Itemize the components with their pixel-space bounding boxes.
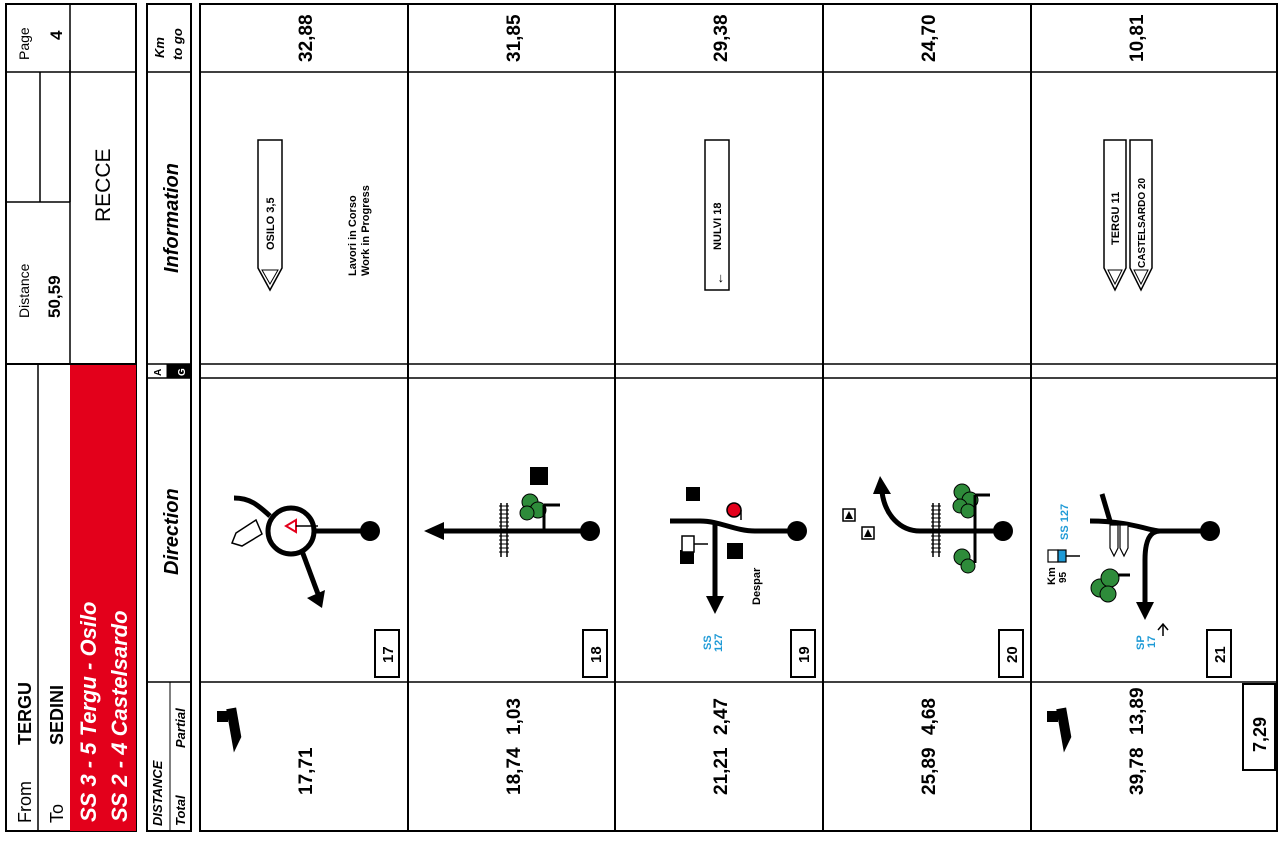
sign-arrow: ← <box>711 272 726 285</box>
svg-text:19: 19 <box>796 646 813 663</box>
tree-icon <box>952 483 990 531</box>
direction-sign: TERGU 11 <box>1103 139 1127 292</box>
instruction-grid <box>199 3 1278 832</box>
box-number: 21 <box>1206 629 1232 678</box>
instruction-row-18: 18,74 1,03 <box>424 14 608 795</box>
recce-label: RECCE <box>92 148 115 222</box>
km-marker-label: Km <box>1046 567 1058 585</box>
col-km-label-1: Km <box>152 37 167 58</box>
page-label: Page <box>16 27 32 60</box>
direction-sign: ← NULVI 18 <box>704 139 730 291</box>
turn-diagram <box>842 476 1013 574</box>
page-value: 4 <box>47 30 66 40</box>
tree-icon <box>519 493 560 531</box>
sign-label: NULVI 18 <box>712 203 724 250</box>
column-header: DISTANCE Total Partial Direction A G Inf… <box>146 3 192 832</box>
to-label: To <box>47 804 67 823</box>
partial-distance: 4,68 <box>919 698 940 735</box>
box-number: 18 <box>582 629 608 678</box>
total-distance: 17,71 <box>296 747 317 795</box>
km-to-go: 29,38 <box>711 14 732 62</box>
distance-label: Distance <box>16 263 32 318</box>
direction-sign-pair <box>1109 524 1129 558</box>
fork-diagram: Km 95 SS 127 SP 17 <box>1046 493 1220 650</box>
stage-line-1: SS 3 - 5 Tergu - Osilo <box>76 602 101 822</box>
total-distance: 21,21 <box>711 747 732 795</box>
roundabout-diagram <box>230 495 380 608</box>
box-number: 19 <box>790 629 816 678</box>
svg-text:17: 17 <box>380 646 397 663</box>
direction-sign: CASTELSARDO 20 <box>1129 139 1153 292</box>
km-to-go: 24,70 <box>919 14 940 62</box>
col-total-label: Total <box>173 795 188 826</box>
road-label: 17 <box>1146 636 1158 648</box>
instruction-row-21: 39,78 13,89 <box>1046 14 1232 795</box>
svg-text:20: 20 <box>1004 646 1021 663</box>
distance-value: 50,59 <box>45 275 64 318</box>
title-block: From TERGU To SEDINI SS 3 - 5 Tergu - Os… <box>5 3 137 832</box>
building-icon <box>530 467 548 485</box>
partial-distance: 13,89 <box>1127 687 1148 735</box>
partial-distance: 1,03 <box>504 698 525 735</box>
info-text-line-1: Lavori in Corso <box>347 195 359 276</box>
to-value: SEDINI <box>47 685 67 745</box>
col-info-label: Information <box>161 163 183 273</box>
box-number: 20 <box>998 629 1024 678</box>
svg-text:21: 21 <box>1212 646 1229 663</box>
total-distance: 25,89 <box>919 747 940 795</box>
road-label: SS <box>702 635 714 650</box>
start-dot <box>360 521 380 541</box>
stage-band <box>70 364 136 831</box>
stage-line-2: SS 2 - 4 Castelsardo <box>107 610 132 822</box>
tree-icon <box>953 531 977 574</box>
entry-arrow-icon <box>1157 622 1169 636</box>
total-distance: 18,74 <box>504 747 525 795</box>
info-text-line-2: Work in Progress <box>360 185 372 276</box>
col-ag-a: A <box>153 369 164 376</box>
box-number: 17 <box>374 629 400 678</box>
km-to-go: 31,85 <box>504 14 525 62</box>
from-label: From <box>15 781 35 823</box>
warning-sign-icon <box>842 508 875 540</box>
road-label: SP <box>1135 635 1147 650</box>
instruction-row-17: 17,71 17 OSILO 3,5 Lavori in Corso <box>217 14 400 795</box>
tree-icon <box>1090 568 1130 603</box>
svg-text:18: 18 <box>588 646 605 663</box>
road-label: 127 <box>713 634 725 652</box>
instruction-row-20: 25,89 4,68 <box>842 14 1024 795</box>
from-value: TERGU <box>15 682 35 745</box>
km-marker-icon <box>1047 549 1080 563</box>
col-direction-label: Direction <box>161 488 183 575</box>
direction-sign: OSILO 3,5 <box>257 139 283 292</box>
caution-icon <box>1047 707 1072 753</box>
sign-label: TERGU 11 <box>1110 192 1122 245</box>
road-label: SS 127 <box>1059 504 1071 540</box>
place-label: Despar <box>751 567 763 605</box>
sign-label: OSILO 3,5 <box>265 197 277 250</box>
km-to-go: 32,88 <box>296 14 317 62</box>
col-ag-g: G <box>177 368 188 376</box>
straight-diagram <box>424 467 600 557</box>
sign-label: CASTELSARDO 20 <box>1137 178 1148 268</box>
junction-diagram: SS 127 Despar <box>670 487 807 652</box>
km-marker-label: 95 <box>1058 571 1069 583</box>
caution-icon <box>217 707 242 753</box>
col-km-label-2: to go <box>170 28 185 60</box>
total-distance: 39,78 <box>1127 747 1148 795</box>
stop-sign-icon <box>726 502 742 518</box>
col-distance-label: DISTANCE <box>150 760 165 826</box>
col-partial-label: Partial <box>173 708 188 748</box>
svg-text:7,29: 7,29 <box>1250 717 1270 752</box>
km-to-go: 10,81 <box>1127 14 1148 62</box>
instruction-row-19: 21,21 2,47 SS 127 Despar 19 ← NULVI 18 <box>670 14 816 795</box>
partial-distance: 2,47 <box>711 698 732 735</box>
footer-partial-box: 7,29 <box>1242 683 1276 771</box>
